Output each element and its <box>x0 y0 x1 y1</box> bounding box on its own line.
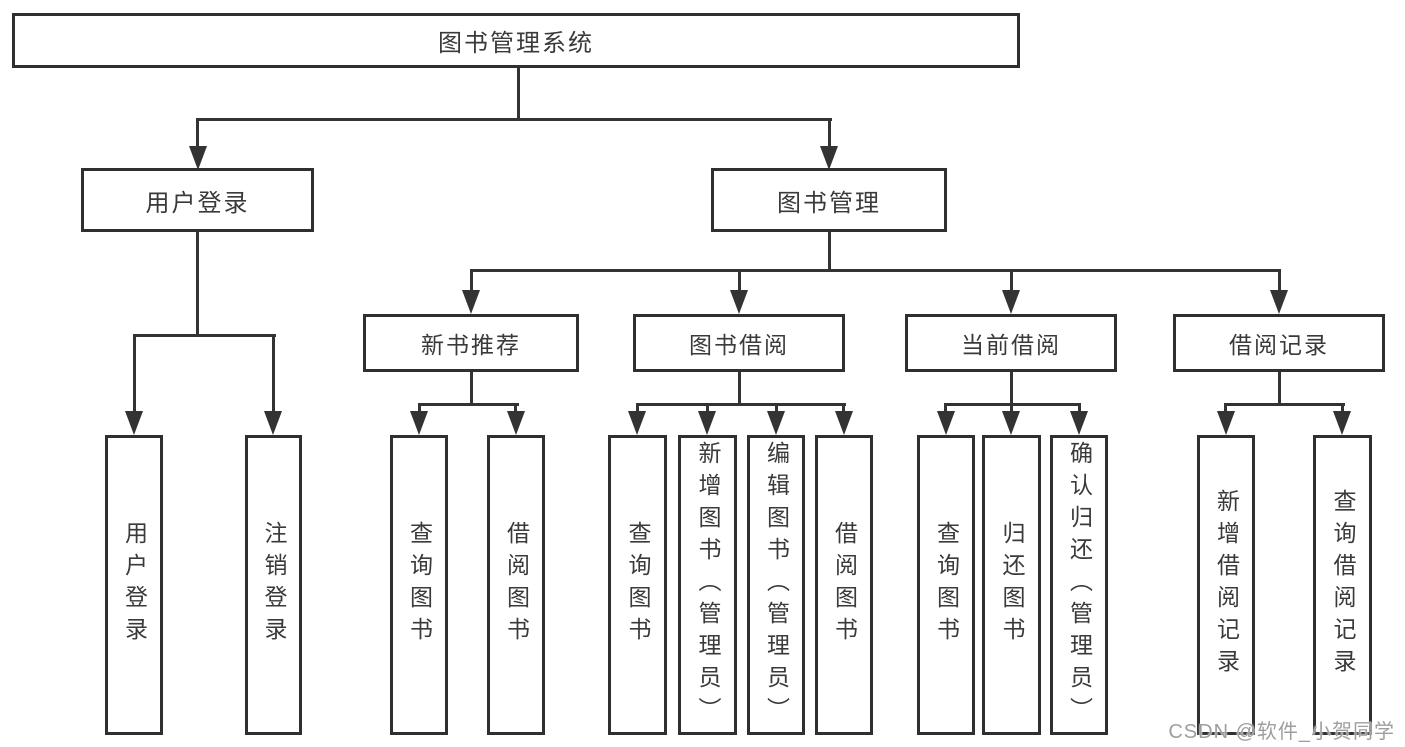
arrow-down-icon <box>628 411 646 435</box>
connector-line <box>196 118 832 121</box>
connector-line <box>706 405 709 412</box>
leaf-label: 查询图书 <box>406 521 433 649</box>
connector-line <box>636 403 846 406</box>
leaf-label: 确认归还（管理员） <box>1066 441 1093 729</box>
leaf-borrow-books: 借阅图书 <box>815 435 873 735</box>
connector-line <box>1224 405 1227 412</box>
connector-line <box>133 336 136 411</box>
node-label: 图书借阅 <box>689 332 789 358</box>
arrow-down-icon <box>730 290 748 314</box>
leaf-recommend-borrow-books: 借阅图书 <box>487 435 545 735</box>
arrow-down-icon <box>1002 290 1020 314</box>
connector-line <box>470 271 473 292</box>
node-label: 借阅记录 <box>1229 332 1329 358</box>
connector-line <box>196 120 199 148</box>
arrow-down-icon <box>937 411 955 435</box>
connector-line <box>470 269 1281 272</box>
node-user-login: 用户登录 <box>81 168 314 232</box>
leaf-add-books-admin: 新增图书（管理员） <box>678 435 737 735</box>
arrow-down-icon <box>264 411 282 435</box>
connector-line <box>1278 271 1281 292</box>
node-label: 新书推荐 <box>421 332 521 358</box>
connector-line <box>1010 372 1013 405</box>
arrow-down-icon <box>820 146 838 170</box>
arrow-down-icon <box>410 411 428 435</box>
leaf-confirm-return-admin: 确认归还（管理员） <box>1050 435 1108 735</box>
arrow-down-icon <box>1217 411 1235 435</box>
connector-line <box>470 372 473 405</box>
connector-line <box>517 68 520 120</box>
leaf-label: 注销登录 <box>261 521 287 649</box>
node-label: 图书管理 <box>777 189 881 217</box>
arrow-down-icon <box>125 411 143 435</box>
node-label: 当前借阅 <box>961 332 1061 358</box>
arrow-down-icon <box>1270 290 1288 314</box>
connector-line <box>196 232 199 336</box>
leaf-label: 借阅图书 <box>831 521 858 649</box>
leaf-recommend-query-books: 查询图书 <box>390 435 448 735</box>
leaf-label: 查询借阅记录 <box>1330 489 1356 681</box>
arrow-down-icon <box>1002 411 1020 435</box>
connector-line <box>418 405 421 412</box>
connector-line <box>1078 405 1081 412</box>
leaf-label: 新增图书（管理员） <box>695 441 721 729</box>
connector-line <box>738 271 741 292</box>
leaf-edit-books-admin: 编辑图书（管理员） <box>747 435 805 735</box>
leaf-label: 新增借阅记录 <box>1213 489 1240 681</box>
connector-line <box>842 405 845 412</box>
node-book-management: 图书管理 <box>711 168 947 232</box>
connector-line <box>1010 405 1013 412</box>
node-current-borrowing: 当前借阅 <box>905 314 1117 372</box>
leaf-label: 查询图书 <box>933 521 960 649</box>
connector-line <box>1010 271 1013 292</box>
arrow-down-icon <box>1070 411 1088 435</box>
csdn-watermark: CSDN @软件_小贺同学 <box>1168 721 1395 743</box>
arrow-down-icon <box>835 411 853 435</box>
leaf-borrowing-query-books: 查询图书 <box>608 435 667 735</box>
arrow-down-icon <box>767 411 785 435</box>
node-book-borrowing: 图书借阅 <box>633 314 845 372</box>
leaf-logout: 注销登录 <box>245 435 302 735</box>
connector-line <box>514 405 517 412</box>
arrow-down-icon <box>507 411 525 435</box>
connector-line <box>738 372 741 405</box>
connector-line <box>944 403 1081 406</box>
connector-line <box>133 334 276 337</box>
connector-line <box>636 405 639 412</box>
leaf-label: 查询图书 <box>625 521 651 649</box>
leaf-label: 编辑图书（管理员） <box>763 441 790 729</box>
connector-line <box>1224 403 1345 406</box>
leaf-label: 用户登录 <box>121 521 148 649</box>
connector-line <box>775 405 778 412</box>
node-label: 用户登录 <box>145 189 250 217</box>
arrow-down-icon <box>1333 411 1351 435</box>
node-new-book-recommend: 新书推荐 <box>363 314 579 372</box>
connector-line <box>944 405 947 412</box>
connector-line <box>1278 372 1281 405</box>
node-label: 图书管理系统 <box>438 30 594 57</box>
arrow-down-icon <box>189 146 207 170</box>
leaf-label: 借阅图书 <box>503 521 530 649</box>
arrow-down-icon <box>462 290 480 314</box>
connector-line <box>828 232 831 271</box>
node-borrowing-records: 借阅记录 <box>1173 314 1385 372</box>
leaf-return-books: 归还图书 <box>982 435 1041 735</box>
leaf-add-borrow-record: 新增借阅记录 <box>1197 435 1255 735</box>
node-library-management-system: 图书管理系统 <box>12 13 1020 68</box>
leaf-query-borrow-record: 查询借阅记录 <box>1313 435 1372 735</box>
connector-line <box>828 120 831 148</box>
leaf-user-login: 用户登录 <box>105 435 163 735</box>
arrow-down-icon <box>698 411 716 435</box>
connector-line <box>1341 405 1344 412</box>
leaf-label: 归还图书 <box>999 521 1025 649</box>
connector-line <box>418 403 519 406</box>
leaf-current-query-books: 查询图书 <box>917 435 975 735</box>
connector-line <box>272 336 275 411</box>
